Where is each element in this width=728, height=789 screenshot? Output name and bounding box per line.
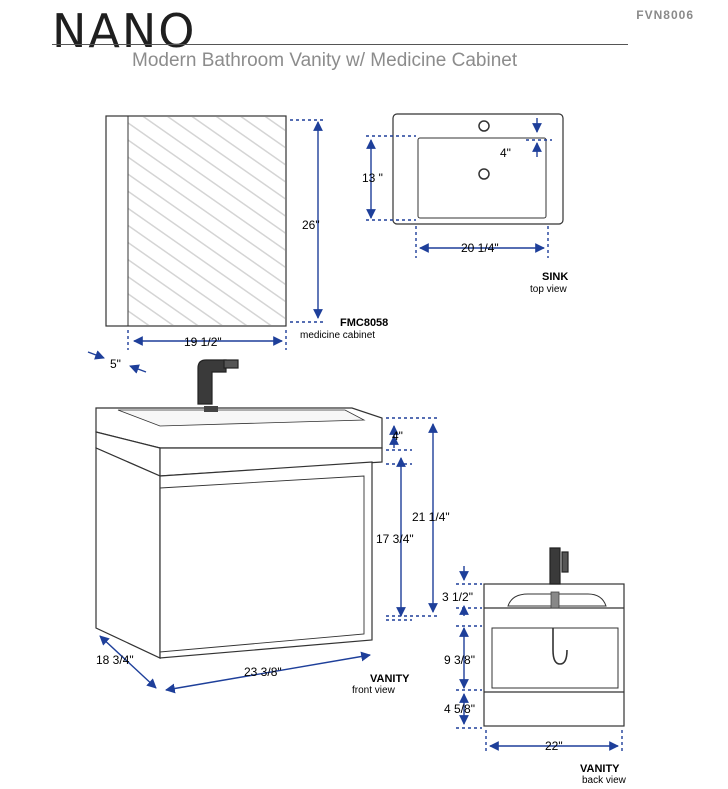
cabinet-height-label: 26" [302,218,320,232]
faucet-hole [478,120,490,132]
page-subtitle: Modern Bathroom Vanity w/ Medicine Cabin… [132,50,518,71]
model-number: FVN8006 [636,8,694,22]
sink-depth-label: 13 " [362,171,383,185]
vanity-back-caption: back view [582,775,627,786]
back-top-height-label: 3 1/2" [442,590,473,604]
cabinet-depth-label: 5" [110,357,121,371]
back-bottom-height-label: 4 5/8" [444,702,475,716]
faucet-icon [197,359,227,405]
back-middle-height-label: 9 3/8" [444,653,475,667]
drain-hole [478,168,490,180]
back-width-label: 22" [545,739,563,753]
back-faucet-icon [549,547,561,585]
p-trap [552,628,568,665]
sink-width-label: 20 1/4" [461,241,499,255]
drain [204,406,218,412]
sink-bowl-depth-label: 4" [500,146,511,160]
cabinet-mirror [127,115,287,327]
page-title: NANO [52,4,197,58]
vanity-cabinet-height-label: 17 3/4" [376,532,414,546]
vanity-front-caption: front view [352,685,396,696]
title-divider [52,44,628,45]
sink-label: SINK [542,271,568,283]
cabinet-caption: medicine cabinet [300,330,375,341]
cabinet-code: FMC8058 [340,317,388,329]
vanity-front-label: VANITY [370,673,410,685]
sink-top-view-drawing [392,113,564,225]
vanity-depth-label: 18 3/4" [96,653,134,667]
vanity-back-view-drawing [483,547,625,727]
medicine-cabinet-drawing [105,115,287,327]
drain-pipe [550,591,560,609]
vanity-back-label: VANITY [580,763,620,775]
vanity-front-view-drawing [95,359,383,659]
vanity-total-height-label: 21 1/4" [412,510,450,524]
sink-caption: top view [530,284,567,295]
vanity-width-label: 23 3/8" [244,665,282,679]
cabinet-width-label: 19 1/2" [184,335,222,349]
vanity-sink-depth-label: 4" [392,429,403,443]
